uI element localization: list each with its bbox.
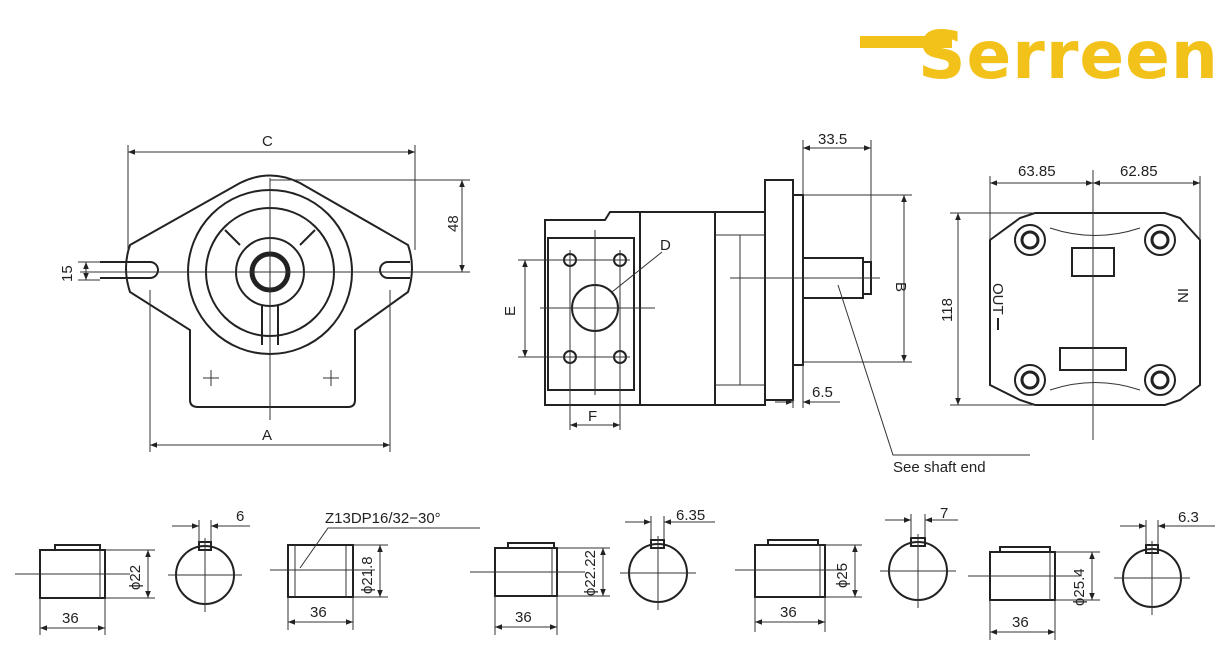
shaft-3-length: 36 <box>515 609 532 626</box>
shaft-1-diameter: ϕ22 <box>127 565 144 590</box>
dim-48-label: 48 <box>445 215 462 232</box>
see-shaft-end-note: See shaft end <box>893 459 986 476</box>
shaft-1-key-width: 6 <box>236 508 244 525</box>
shaft-end-3: 36 ϕ22.22 6.35 <box>470 507 715 635</box>
logo-text: Serreen <box>918 17 1219 94</box>
shaft-5-key <box>999 546 1051 553</box>
dim-d-leader <box>611 251 663 293</box>
rear-bolt-tl-outer <box>1014 224 1046 256</box>
rear-bolt-bl-outer <box>1014 364 1046 396</box>
dim-c-extension <box>127 145 416 250</box>
shaft-4-section-center <box>880 534 956 608</box>
dim-33-5-label: 33.5 <box>818 131 847 148</box>
front-flange-outline <box>125 174 413 408</box>
shaft-2-spline-spec: Z13DP16/32−30° <box>325 510 441 527</box>
front-rib-top <box>224 229 316 246</box>
dim-b-extension <box>803 194 912 363</box>
shaft-end-4: 36 ϕ25 7 <box>735 505 958 632</box>
port-out-label: OUT <box>989 283 1006 315</box>
shaft-3-section-center <box>620 536 696 610</box>
dim-62-85-label: 62.85 <box>1120 163 1158 180</box>
dim-f-extension <box>569 365 621 430</box>
rear-bolt-tr-outer <box>1144 224 1176 256</box>
front-plus-left <box>203 370 219 386</box>
side-flange <box>764 179 794 401</box>
shaft-4-length: 36 <box>780 604 797 621</box>
dim-6-5-label: 6.5 <box>812 384 833 401</box>
dim-63-85-label: 63.85 <box>1018 163 1056 180</box>
shaft-2-diameter: ϕ21.8 <box>359 556 376 594</box>
shaft-2-spline-lines <box>294 545 347 597</box>
rear-view: OUT IN 63.85 62.85 118 <box>939 163 1201 440</box>
rear-bolt-tr-inner <box>1150 230 1170 250</box>
side-port-centerlines <box>540 230 655 395</box>
shaft-5-diameter: ϕ25.4 <box>1071 568 1088 606</box>
dim-118-extension <box>950 212 1035 406</box>
port-in-label: IN <box>1174 288 1191 303</box>
dim-a-label: A <box>262 427 272 444</box>
dim-d-label: D <box>660 237 671 254</box>
front-rib-bottom <box>261 306 279 345</box>
shaft-1-section-center <box>168 538 242 612</box>
rear-bolt-br-outer <box>1144 364 1176 396</box>
side-view: D E F 33.5 B 6.5 See shaft end <box>502 131 1030 476</box>
rear-bolt-bl-inner <box>1020 370 1040 390</box>
shaft-5-length: 36 <box>1012 614 1029 631</box>
dim-f-label: F <box>588 408 597 425</box>
logo-bar <box>860 36 952 48</box>
dim-15-extension <box>78 261 100 281</box>
shaft-2-body <box>287 544 354 598</box>
right-mount-slot <box>379 261 410 279</box>
shaft-3-key <box>507 542 555 549</box>
shaft-2-length: 36 <box>310 604 327 621</box>
shaft-end-2: Z13DP16/32−30° 36 ϕ21.8 <box>270 510 480 630</box>
shaft-end-1: 36 ϕ22 6 <box>15 508 250 635</box>
rear-bolt-tl-inner <box>1020 230 1040 250</box>
front-view: C A 48 15 <box>59 133 470 452</box>
dim-33-5-extension <box>802 140 872 262</box>
shaft-2-spec-leader <box>299 527 480 569</box>
dim-e-label: E <box>502 306 519 316</box>
dim-118-label: 118 <box>939 298 956 322</box>
shaft-5-section-center <box>1114 541 1190 615</box>
side-port-plate <box>547 237 635 391</box>
dim-a-extension <box>149 290 391 452</box>
dim-15-label: 15 <box>59 265 76 282</box>
side-body-detail <box>715 234 765 386</box>
side-spigot <box>792 194 804 366</box>
rear-inner-contour <box>1049 227 1141 391</box>
shaft-4-key <box>767 539 819 546</box>
shaft-4-body <box>754 544 826 598</box>
brand-logo: Serreen <box>860 17 1219 94</box>
front-plus-right <box>323 370 339 386</box>
shaft-1-key <box>54 544 101 551</box>
shaft-3-diameter: ϕ22.22 <box>582 550 599 596</box>
shaft-3-key-width: 6.35 <box>676 507 705 524</box>
rear-bolt-br-inner <box>1150 370 1170 390</box>
dim-b-label: B <box>892 282 909 292</box>
shaft-end-5: 36 ϕ25.4 6.3 <box>968 509 1215 640</box>
shaft-4-len-ext <box>754 597 826 632</box>
dim-c-label: C <box>262 133 273 150</box>
shaft-4-key-width: 7 <box>940 505 948 522</box>
dim-48-extension <box>270 179 470 273</box>
shaft-1-length: 36 <box>62 610 79 627</box>
left-mount-slot <box>100 261 159 279</box>
shaft-4-diameter: ϕ25 <box>834 563 851 588</box>
dim-rear-width-extension <box>989 176 1201 240</box>
see-shaft-end-leader <box>837 284 1030 456</box>
shaft-5-key-width: 6.3 <box>1178 509 1199 526</box>
dim-6-5-extension <box>792 365 804 408</box>
